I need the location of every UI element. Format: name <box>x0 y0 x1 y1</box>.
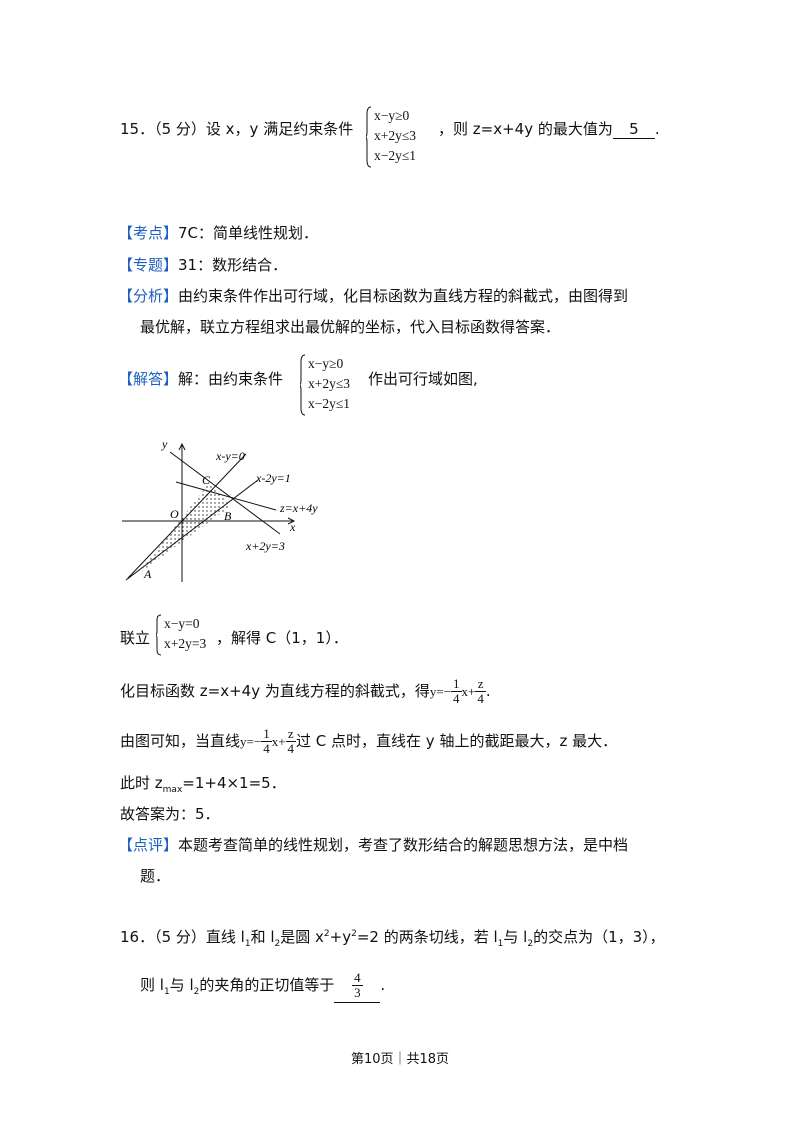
q16-line1: 16．（5 分）直线 l1和 l2是圆 x2+y2=2 的两条切线，若 l1与 … <box>120 928 665 949</box>
q15-line: 15．（5 分）设 x，y 满足约束条件 <box>120 118 353 139</box>
line-objective <box>175 481 277 511</box>
y-axis-arrow-icon <box>178 442 186 451</box>
q16-number: 16． <box>120 928 155 946</box>
jieda-line: 【解答】解：由约束条件 <box>118 370 284 388</box>
x-axis-arrow-icon <box>287 517 296 525</box>
zhuanti-line: 【专题】31：数形结合． <box>118 256 288 274</box>
label-line3: z=x+4y <box>279 501 318 515</box>
brace-icon <box>300 354 306 416</box>
jieda-tag: 【解答】 <box>118 370 179 388</box>
y-axis-label: y <box>161 437 168 451</box>
lianli-system: x−y=0 x+2y=3 <box>156 614 228 656</box>
zhuanti-tag: 【专题】 <box>118 256 179 274</box>
answer-line: 故答案为：5． <box>120 805 220 823</box>
dianping-line: 【点评】本题考查简单的线性规划，考查了数形结合的解题思想方法，是中档 <box>118 836 629 854</box>
kaodian-line: 【考点】7C：简单线性规划． <box>118 224 319 242</box>
lianli-result: ，解得 C（1，1）． <box>216 629 348 647</box>
jieda-after: 作出可行域如图, <box>368 370 478 388</box>
constraint-row: x+2y≤3 <box>374 128 417 143</box>
q15-score: （5 分）设 x，y 满足约束条件 <box>154 120 354 138</box>
answer-blank: 5 <box>612 120 655 139</box>
point-o-label: O <box>170 507 179 521</box>
constraint-row: x−y≥0 <box>308 356 344 371</box>
feasible-region-diagram: y x x-y=0 x-2y=1 z=x+4y x+2y=3 C O B A <box>122 437 318 582</box>
constraint-row: x−y≥0 <box>374 108 410 123</box>
point-b-label: B <box>224 509 232 523</box>
dianping-line-2: 题． <box>140 867 171 885</box>
constraint-row: x+2y≤3 <box>308 376 351 391</box>
fenxi-tag: 【分析】 <box>118 287 179 305</box>
brace-icon <box>156 614 162 656</box>
kaodian-tag: 【考点】 <box>118 224 179 242</box>
system-row: x−y=0 <box>164 616 200 631</box>
brace-icon <box>366 106 372 168</box>
feasible-region <box>138 483 231 574</box>
dianping-tag: 【点评】 <box>118 836 179 854</box>
jieda-constraint-system: x−y≥0 x+2y≤3 x−2y≤1 <box>300 354 370 416</box>
page-footer: 第10页｜共18页 <box>350 1052 450 1067</box>
line-x-minus-y <box>127 453 247 579</box>
fenxi-line-2: 最优解，联立方程组求出最优解的坐标，代入目标函数得答案． <box>140 318 561 336</box>
q15-number: 15． <box>120 120 155 138</box>
x-axis-label: x <box>289 520 296 534</box>
line-x-minus-2y <box>125 479 259 581</box>
label-line1: x-y=0 <box>215 449 245 463</box>
lianli-prefix: 联立 <box>120 629 151 647</box>
label-line2: x-2y=1 <box>255 471 291 485</box>
line-x-plus-2y <box>169 451 281 535</box>
point-c-label: C <box>202 473 211 487</box>
fenxi-line: 【分析】由约束条件作出可行域，化目标函数为直线方程的斜截式，由图得到 <box>118 287 629 305</box>
point-a-label: A <box>143 567 152 581</box>
label-line4: x+2y=3 <box>245 539 285 553</box>
q15-constraint-system: x−y≥0 x+2y≤3 x−2y≤1 <box>366 106 446 168</box>
system-row: x+2y=3 <box>164 636 207 651</box>
constraint-row: x−2y≤1 <box>308 396 351 411</box>
zmax-line: 此时 zmax=1+4×1=5． <box>120 774 286 795</box>
constraint-row: x−2y≤1 <box>374 148 417 163</box>
